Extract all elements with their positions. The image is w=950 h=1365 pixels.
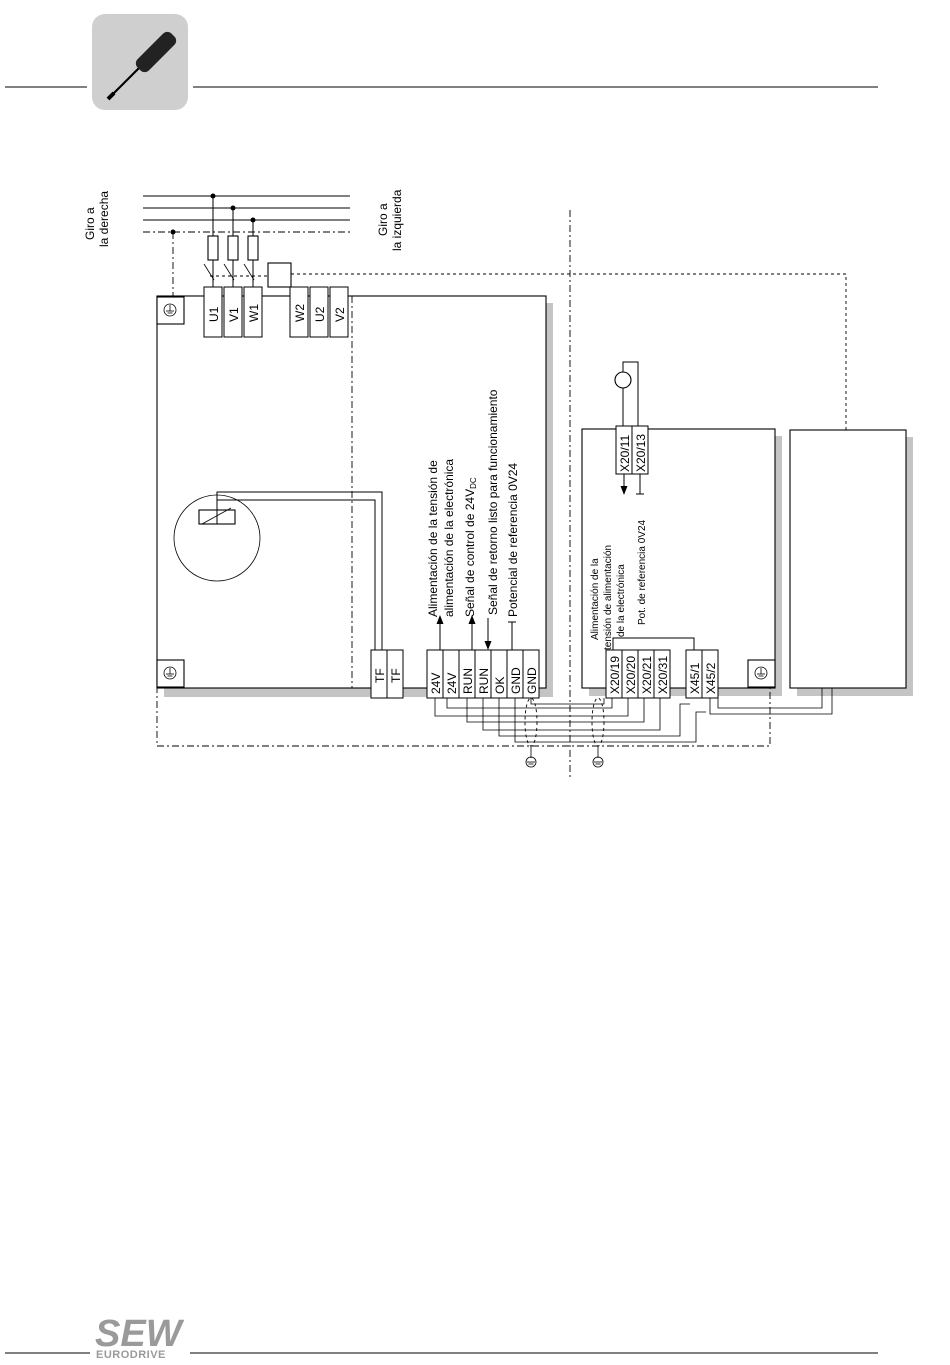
shield-ground-icon (525, 756, 537, 768)
ground-symbol-icon (156, 296, 185, 325)
terminal-u2: U2 (313, 306, 327, 322)
terminal-24v-2: 24V (445, 673, 459, 694)
fuses (203, 235, 268, 287)
rot-left-line2: la izquierda (390, 189, 404, 251)
terminal-run-1: RUN (461, 668, 475, 694)
tf-terminals: TF TF (370, 649, 404, 699)
terminal-x20-20: X20/20 (624, 656, 638, 694)
shield-ground-icon (592, 756, 604, 768)
drive-top-terminals: X20/11 X20/13 (615, 425, 649, 495)
terminal-ok: OK (493, 677, 507, 694)
drive-desc-3: de la electrónica (616, 564, 627, 637)
drive-bottom-terminals: X20/19 X20/20 X20/21 X20/31 X45/1 X45/2 (605, 637, 719, 699)
terminal-x20-21: X20/21 (640, 656, 654, 694)
potentiometer-symbol (614, 361, 639, 429)
terminal-v2: V2 (333, 307, 347, 322)
terminal-gnd-1: GND (509, 667, 523, 694)
control-terminal-block: 24V 24V RUN RUN OK GND GND (426, 649, 540, 699)
svg-text:SEW: SEW (95, 1313, 185, 1355)
terminal-tf-2: TF (389, 668, 403, 683)
terminal-x20-31: X20/31 (656, 656, 670, 694)
drive-desc-4: Pot. de referencia 0V24 (637, 519, 648, 625)
mains-supply-lines (143, 193, 350, 300)
rot-left-line1: Giro a (376, 203, 390, 236)
ground-symbol-icon (156, 659, 185, 688)
terminal-24v-1: 24V (429, 673, 443, 694)
signal-desc-supply-1: Alimentación de la tensión de (426, 460, 440, 617)
terminal-w1: W1 (247, 304, 261, 322)
option-unit (789, 429, 913, 696)
signal-desc-supply-2: alimentación de la electrónica (442, 459, 456, 617)
signal-desc-ok: Señal de retorno listo para funcionamien… (486, 389, 500, 615)
terminal-x20-19: X20/19 (608, 656, 622, 694)
terminal-x20-11: X20/11 (618, 435, 632, 472)
terminal-x45-1: X45/1 (688, 662, 702, 694)
terminal-u1: U1 (207, 306, 221, 322)
contactor-control-line (291, 273, 847, 432)
rot-right-line1: Giro a (83, 207, 97, 240)
terminal-gnd-2: GND (525, 667, 539, 694)
terminal-x20-13: X20/13 (634, 434, 648, 472)
motor-terminal-block: U1 V1 W1 W2 U2 V2 (203, 286, 349, 338)
screwdriver-icon (92, 14, 188, 110)
interconnect-wiring (156, 320, 833, 758)
ground-symbol-icon (747, 659, 776, 688)
sew-eurodrive-logo: SEW EURODRIVE (95, 1313, 185, 1361)
terminal-w2: W2 (293, 304, 307, 322)
terminal-run-2: RUN (477, 668, 491, 694)
signal-desc-gnd: Potencial de referencia 0V24 (506, 463, 520, 617)
drive-desc-1: Alimentación de la (590, 558, 601, 640)
signal-desc-run: Señal de control de 24VDC (463, 477, 478, 617)
rot-right-line2: la derecha (97, 191, 111, 247)
terminal-x45-2: X45/2 (704, 662, 718, 694)
signal-arrows (436, 615, 516, 650)
terminal-v1: V1 (227, 307, 241, 322)
drive-desc-2: tensión de alimentación (603, 545, 614, 650)
contactor-box (267, 262, 292, 288)
terminal-tf-1: TF (373, 668, 387, 683)
thermistor-symbol (173, 491, 383, 650)
svg-text:EURODRIVE: EURODRIVE (96, 1349, 166, 1360)
drive-unit (581, 428, 782, 696)
